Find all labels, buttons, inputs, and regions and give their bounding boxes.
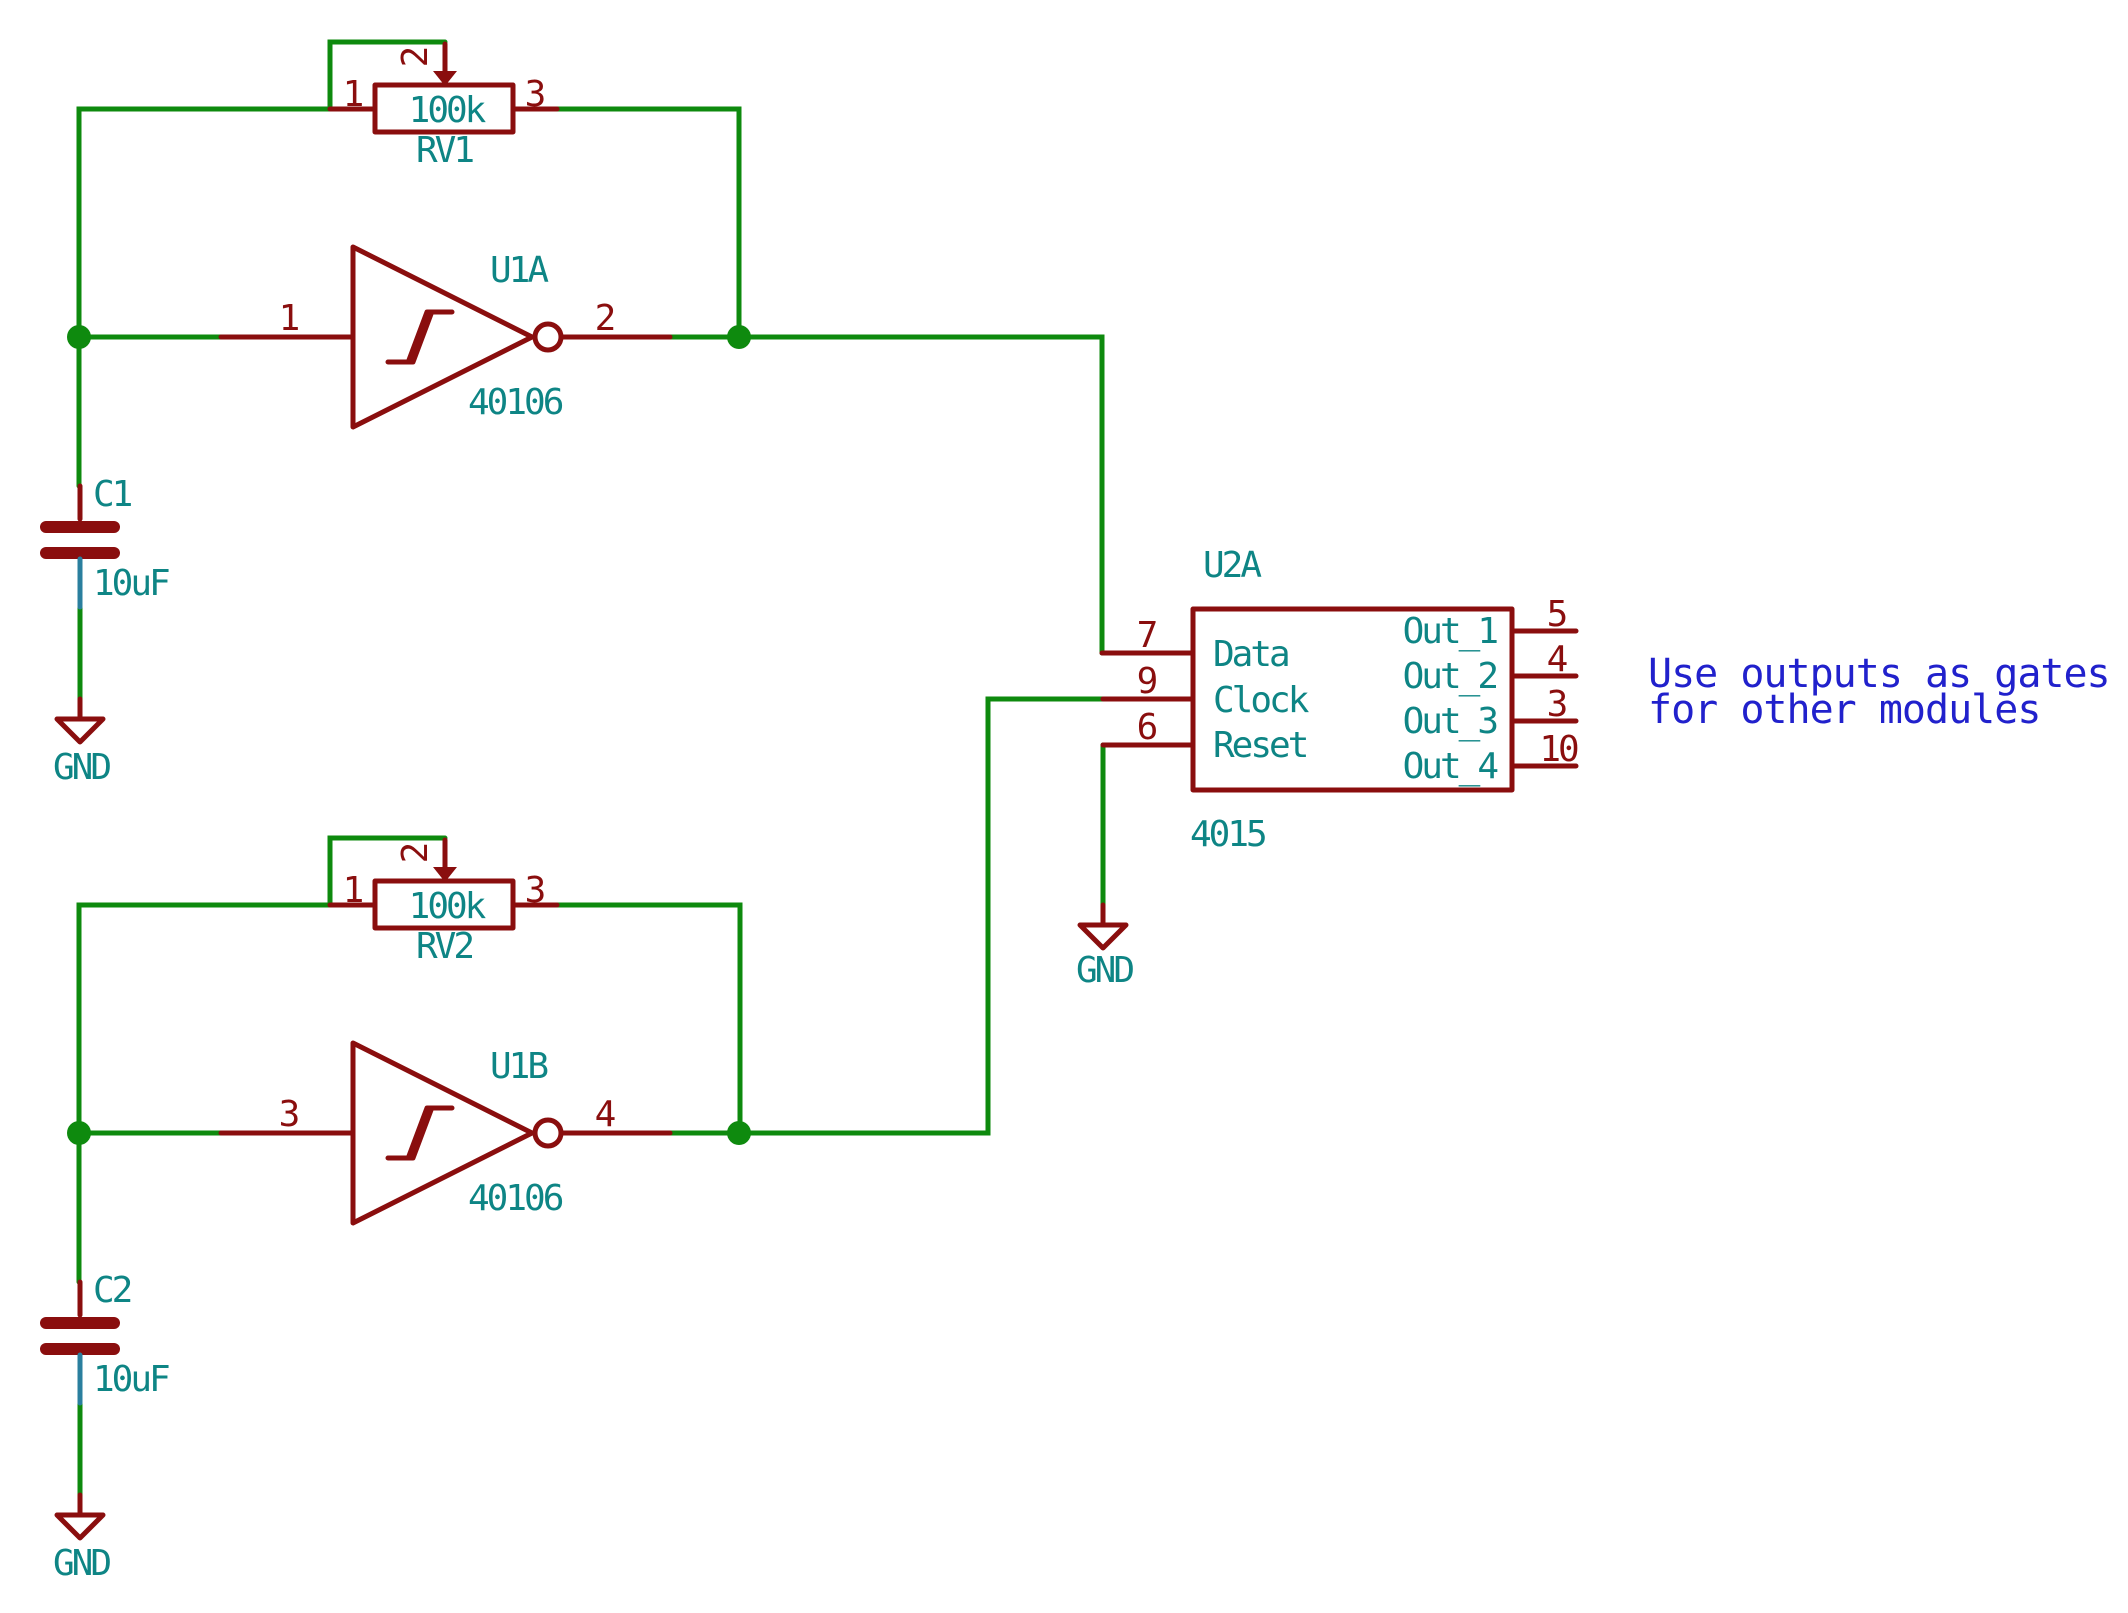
rv1-pin1-number: 1	[343, 74, 363, 115]
wire-rv1-wiper-loop	[327, 39, 448, 112]
c1-value: 10uF	[93, 563, 169, 604]
gnd-b-triangle	[54, 1512, 106, 1541]
u2a-value: 4015	[1190, 814, 1265, 855]
u1b-triangle	[350, 1040, 535, 1226]
gnd-u2a-label: GND	[1076, 950, 1133, 991]
u1a-input-pin-number: 1	[279, 298, 299, 339]
u2a-out1-pin-name: Out_1	[1403, 611, 1498, 652]
u1a-ref: U1A	[490, 250, 549, 291]
inverter-u1a[interactable]: U1A 40106 1 2	[218, 244, 673, 430]
u2a-ref: U2A	[1203, 545, 1262, 586]
note-annotation: Use outputs as gates for other modules	[1648, 651, 2111, 733]
gnd-b-label: GND	[53, 1543, 110, 1584]
capacitor-c2[interactable]: C2 10uF	[40, 1270, 172, 1406]
u1b-hysteresis-icon	[385, 1105, 455, 1161]
u2a-out1-pin-number: 5	[1547, 594, 1566, 635]
shift-register-u2a[interactable]: U2A 4015 7 9 6 Data Clock Reset 5 4 3 10…	[1099, 545, 1581, 855]
potentiometer-rv1[interactable]: 100k RV1 1 3 2	[327, 41, 560, 171]
u2a-out3-pin-number: 3	[1547, 684, 1566, 725]
u1a-output-pin-number: 2	[595, 298, 614, 339]
u2a-reset-pin-number: 6	[1137, 707, 1157, 748]
u2a-clock-pin-number: 9	[1137, 661, 1157, 702]
rv1-pin3-number: 3	[525, 74, 544, 115]
gnd-symbol-osc-a[interactable]: GND	[53, 696, 113, 788]
note-line-1: Use outputs as gates	[1648, 651, 2110, 697]
gnd-a-label: GND	[53, 747, 110, 788]
u1b-value: 40106	[468, 1178, 563, 1219]
wire-rv2-pin3-down	[554, 902, 743, 1136]
capacitor-c1[interactable]: C1 10uF	[40, 474, 172, 610]
u1b-ref: U1B	[490, 1046, 547, 1087]
rv2-pin2-number: 2	[395, 844, 436, 863]
rv2-pin1-number: 1	[343, 870, 363, 911]
junction-dot	[67, 1121, 91, 1145]
rv1-ref: RV1	[416, 130, 473, 171]
u2a-out3-pin-name: Out_3	[1403, 701, 1497, 742]
rv2-body	[372, 878, 516, 931]
rv1-pin2-number: 2	[395, 48, 436, 67]
u2a-data-pin-number: 7	[1137, 615, 1156, 656]
rv2-value: 100k	[409, 886, 487, 927]
gnd-a-triangle	[54, 716, 106, 745]
c1-ref: C1	[93, 474, 132, 515]
c1-bottom-plate	[40, 547, 120, 559]
c2-value: 10uF	[93, 1359, 169, 1400]
junction-dot	[67, 325, 91, 349]
u2a-out2-pin-number: 4	[1547, 639, 1567, 680]
u2a-clock-pin-name: Clock	[1213, 680, 1310, 721]
u2a-reset-pin-name: Reset	[1213, 725, 1307, 766]
u2a-out4-pin-number: 10	[1539, 729, 1578, 770]
wires[interactable]	[76, 39, 1106, 1498]
wire-rv1-pin3-down	[554, 106, 742, 340]
u1b-input-pin-number: 3	[279, 1094, 298, 1135]
c2-ref: C2	[93, 1270, 131, 1311]
rv2-wiper-arrow	[433, 867, 457, 882]
wire-rv2-wiper-loop	[327, 835, 448, 908]
rv1-body	[372, 82, 516, 135]
c1-top-plate	[40, 521, 120, 533]
wire-u1b-out-to-clock	[667, 696, 1106, 1136]
u2a-out4-pin-name: Out_4	[1403, 746, 1498, 787]
u1a-bubble	[532, 321, 564, 353]
u1b-bubble	[532, 1117, 564, 1149]
u1b-output-pin-number: 4	[595, 1094, 615, 1135]
inverter-u1b[interactable]: U1B 40106 3 4	[218, 1040, 673, 1226]
rv1-wiper-arrow	[433, 71, 457, 86]
potentiometer-rv2[interactable]: 100k RV2 1 3 2	[327, 837, 560, 967]
u2a-data-pin-name: Data	[1213, 634, 1288, 675]
c2-top-plate	[40, 1317, 120, 1329]
wire-osc-a-left-rail	[76, 106, 333, 489]
wire-u1a-out-to-data	[667, 334, 1105, 656]
u1a-hysteresis-icon	[385, 309, 455, 365]
gnd-symbol-u2a[interactable]: GND	[1076, 902, 1136, 991]
rv1-value: 100k	[409, 90, 487, 131]
gnd-u2a-triangle	[1077, 922, 1129, 951]
wire-osc-b-left-rail	[76, 902, 333, 1285]
junction-dot	[727, 1121, 751, 1145]
c2-bottom-plate	[40, 1343, 120, 1355]
note-line-2: for other modules	[1648, 687, 2040, 733]
u2a-out2-pin-name: Out_2	[1403, 656, 1497, 697]
rv2-pin3-number: 3	[525, 870, 544, 911]
junction-dot	[727, 325, 751, 349]
u1a-value: 40106	[468, 382, 563, 423]
u1a-triangle	[350, 244, 535, 430]
gnd-symbol-osc-b[interactable]: GND	[53, 1492, 113, 1584]
rv2-ref: RV2	[416, 926, 472, 967]
